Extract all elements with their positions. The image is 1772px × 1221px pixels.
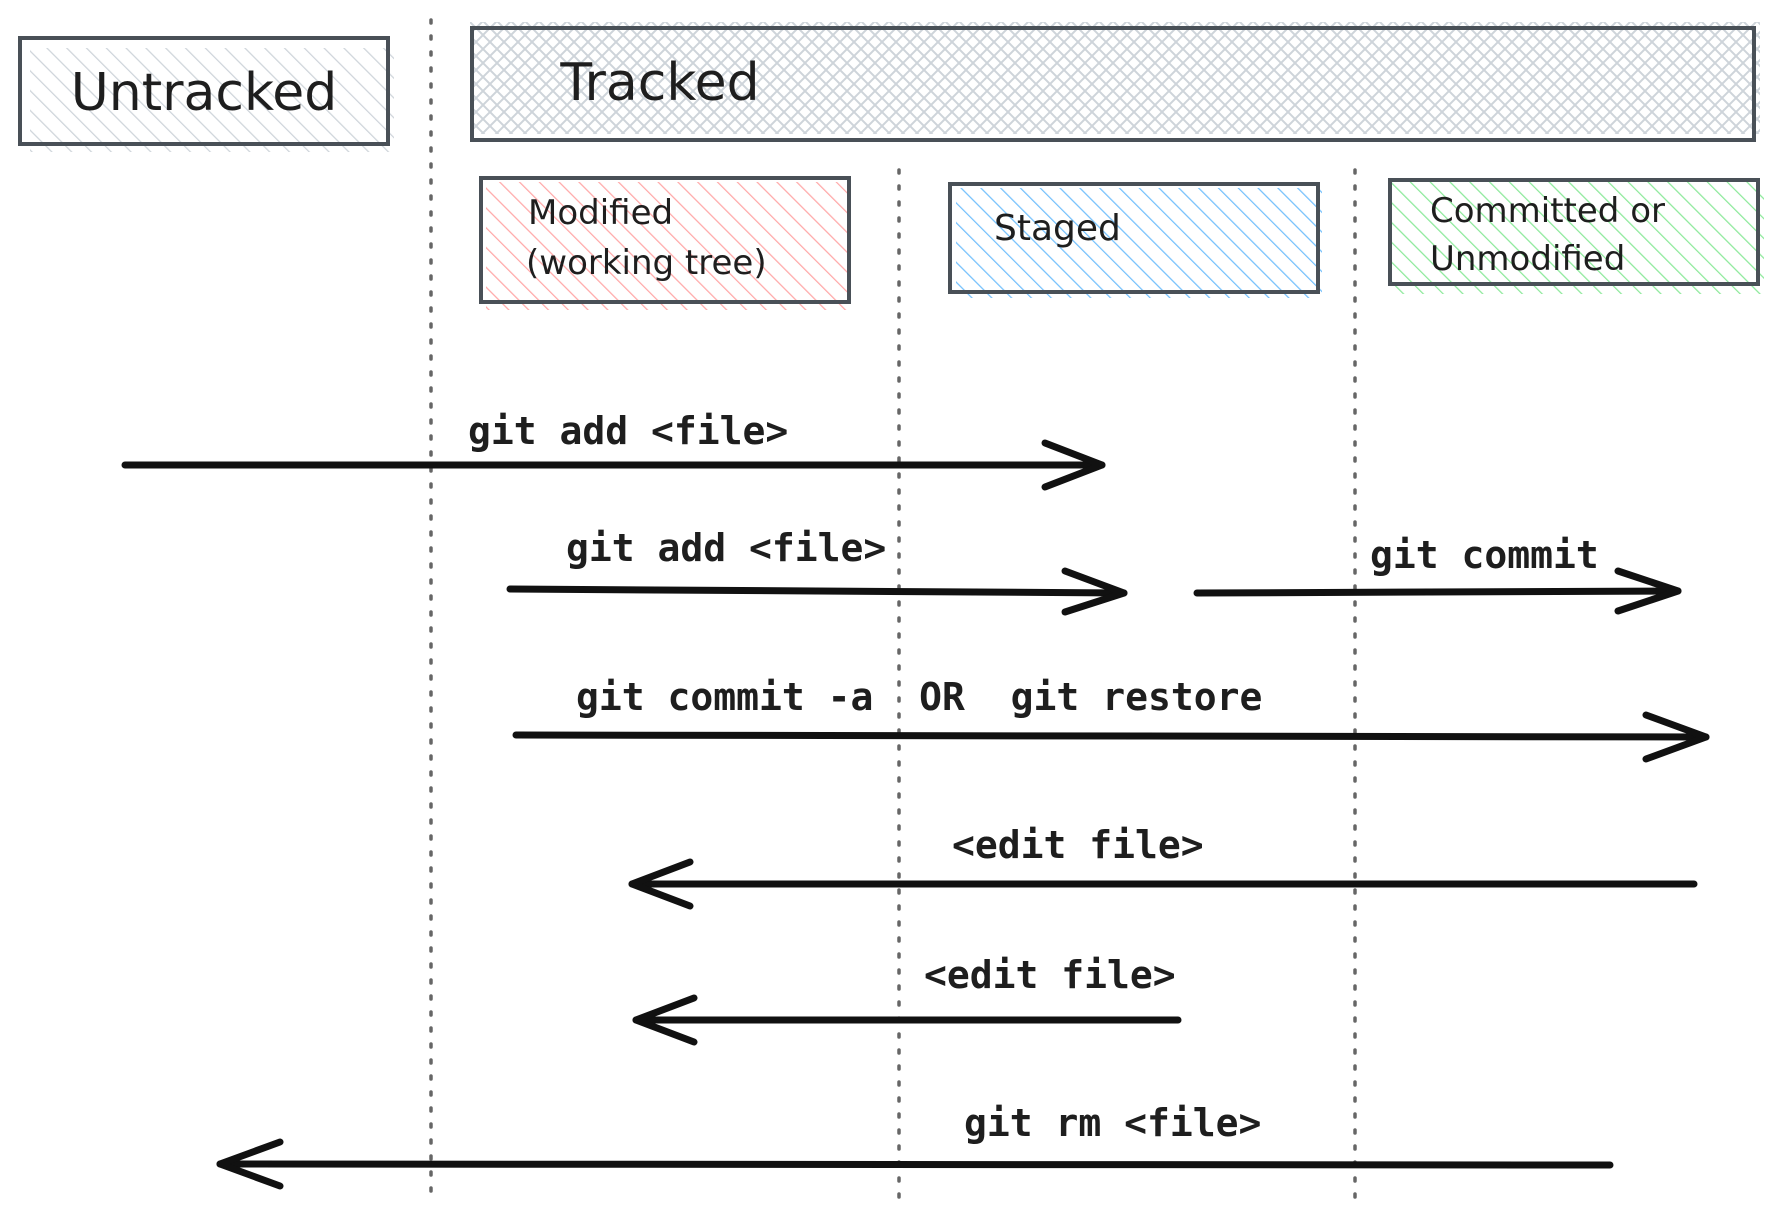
modified-label-line2: (working tree) xyxy=(526,243,767,283)
arrow-staged-to-modified xyxy=(632,994,1182,1046)
arrow-modified-to-staged xyxy=(506,567,1128,616)
committed-label-line2: Unmodified xyxy=(1430,239,1625,279)
label-git-rm: git rm <file> xyxy=(964,1101,1261,1145)
arrow-staged-to-committed xyxy=(1193,567,1682,615)
staged-box: Staged xyxy=(948,182,1322,298)
untracked-box: Untracked xyxy=(18,36,394,152)
arrow-modified-to-committed xyxy=(512,711,1710,763)
label-git-add-modified: git add <file> xyxy=(566,526,886,570)
column-separators xyxy=(429,18,1357,1202)
arrow-committed-to-untracked xyxy=(216,1138,1614,1190)
arrow-committed-to-modified xyxy=(628,858,1698,910)
label-git-commit: git commit xyxy=(1370,533,1599,577)
transition-labels: git add <file> git add <file> git commit… xyxy=(468,409,1599,1145)
label-edit-file-from-committed: <edit file> xyxy=(952,823,1204,867)
label-git-commit-a-or-restore: git commit -a OR git restore xyxy=(576,675,1262,719)
modified-box: Modified (working tree) xyxy=(479,176,851,310)
transitions xyxy=(121,439,1710,1190)
modified-label-line1: Modified xyxy=(528,193,673,233)
untracked-label: Untracked xyxy=(71,63,338,123)
arrow-untracked-to-staged xyxy=(121,439,1106,491)
tracked-label: Tracked xyxy=(559,53,759,113)
staged-label: Staged xyxy=(994,208,1121,249)
label-git-add-untracked: git add <file> xyxy=(468,409,788,453)
tracked-box: Tracked xyxy=(470,22,1760,142)
committed-label-line1: Committed or xyxy=(1430,191,1665,231)
label-edit-file-from-staged: <edit file> xyxy=(924,953,1176,997)
committed-box: Committed or Unmodified xyxy=(1388,178,1764,294)
